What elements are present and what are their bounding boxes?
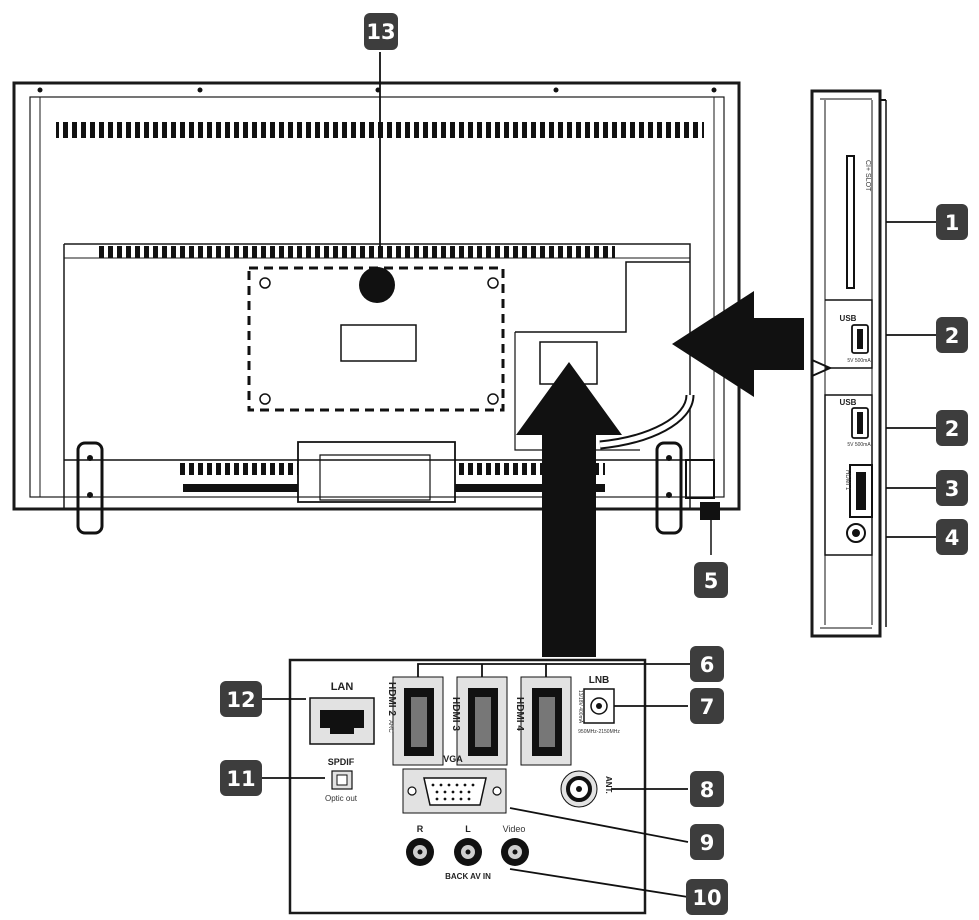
tv-outer-frame [12,81,741,511]
svg-text:13: 13 [366,20,395,44]
optic-out-label: Optic out [325,794,358,803]
svg-text:1: 1 [945,211,960,235]
side-hdmi1-label: HDMI 1 [844,470,850,491]
callout-badges: 13 1 2 2 3 4 5 6 [220,13,968,915]
svg-text:7: 7 [700,695,715,719]
svg-text:950MHz-2150MHz: 950MHz-2150MHz [578,729,620,735]
svg-text:13/18V 400mA: 13/18V 400mA [577,690,583,724]
svg-text:12: 12 [226,688,255,712]
callout-12: 12 [220,681,262,717]
audio-l-label: L [465,824,471,834]
callout-6: 6 [690,646,724,682]
hdmi2-label: HDMI 2 [386,682,397,716]
speaker-grille [359,267,395,303]
tv-side-view: CI+ SLOT USB 5V 500mA USB 5V 500mA HDMI … [810,89,887,638]
vga-port [423,777,487,806]
connector-panel: LAN HDMI 2 ARC HDMI 3 HDMI 4 LNB 13/18V … [262,658,690,915]
svg-text:5: 5 [704,569,719,593]
svg-text:3: 3 [945,477,960,501]
leader-lines [379,52,940,538]
lnb-label: LNB [589,675,610,686]
tv-back-view [12,81,741,555]
left-foot [76,441,104,535]
hdmi4-label: HDMI 4 [514,697,525,731]
audio-r-label: R [417,824,424,834]
svg-text:5V 500mA: 5V 500mA [847,358,871,364]
svg-text:9: 9 [700,831,715,855]
side-frame [810,89,882,638]
audio-l-jack [454,838,482,866]
stand-bracket [297,441,456,503]
back-av-in-label: BACK AV IN [445,872,491,881]
callout-1: 1 [936,204,968,240]
svg-text:5V 500mA: 5V 500mA [847,442,871,448]
callout-10: 10 [686,879,728,915]
video-label: Video [503,824,526,834]
callout-7: 7 [690,688,724,724]
callout-13: 13 [364,13,398,50]
arrow-to-side-panel [672,291,804,397]
side-usb1-label: USB [840,314,857,323]
middle-vent [95,246,615,258]
callout-8: 8 [690,771,724,807]
audio-r-jack [406,838,434,866]
ci-slot [846,155,855,289]
arrow-to-connector-panel [516,362,622,657]
callout-3: 3 [936,470,968,506]
callout-2-lower: 2 [936,410,968,446]
ant-label: ANT. [604,776,613,794]
svg-text:ARC: ARC [387,720,393,733]
side-usb2-label: USB [840,398,857,407]
callout-4: 4 [936,519,968,555]
hdmi3-label: HDMI 3 [450,697,461,731]
right-foot [655,441,683,535]
svg-text:8: 8 [700,778,715,802]
svg-text:4: 4 [945,526,960,550]
svg-text:2: 2 [945,417,960,441]
svg-text:2: 2 [945,324,960,348]
ci-slot-label: CI+ SLOT [864,160,871,192]
label-plate [340,324,417,362]
lan-label: LAN [331,681,354,693]
vga-label: VGA [443,754,463,764]
spdif-label: SPDIF [328,757,355,767]
callout-5: 5 [694,562,728,598]
svg-text:10: 10 [692,886,721,910]
callout-9: 9 [690,824,724,860]
svg-text:6: 6 [700,653,715,677]
callout-2-upper: 2 [936,317,968,353]
callout-11: 11 [220,760,262,796]
svg-text:11: 11 [226,767,255,791]
video-jack [501,838,529,866]
side-hdmi1-port [849,464,873,518]
